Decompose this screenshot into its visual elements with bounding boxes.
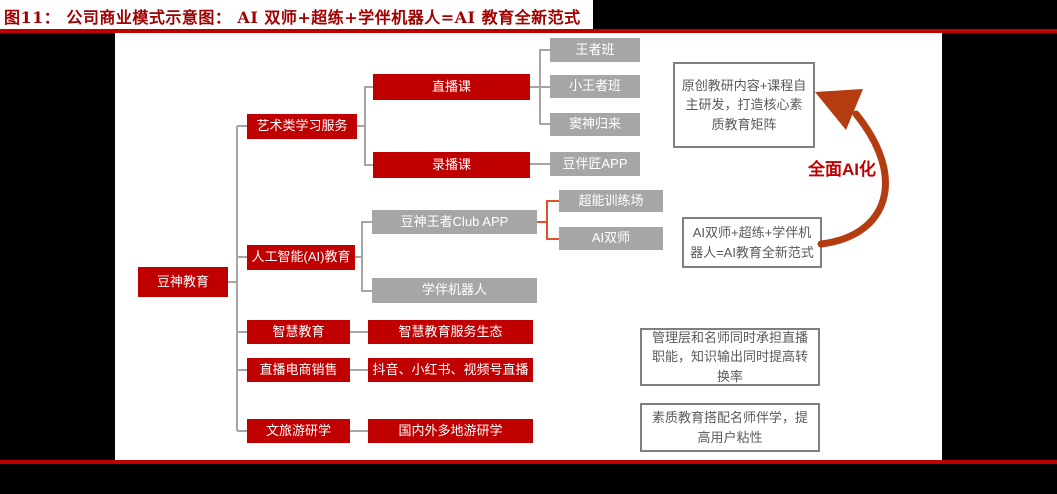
node-live-course: 直播课 [373, 74, 530, 100]
node-super-training: 超能训练场 [559, 190, 663, 212]
note-livestream: 管理层和名师同时承担直播职能，知识输出同时提高转换率 [640, 328, 820, 386]
art-branch-line [364, 87, 366, 165]
connector-ai-edu [237, 256, 247, 258]
connector-smart-eco [350, 331, 368, 333]
connector-doushen-guilai [539, 123, 550, 125]
node-smart-education: 智慧教育 [247, 320, 350, 344]
connector-doubanjiang [530, 163, 550, 165]
connector-travel [237, 430, 247, 432]
node-wangzhe-class: 王者班 [550, 38, 640, 62]
club-children-line [546, 201, 548, 239]
connector-art [237, 125, 247, 127]
node-art-service: 艺术类学习服务 [247, 114, 357, 139]
connector-club-children [537, 221, 548, 223]
note-content-matrix: 原创教研内容+课程自主研发，打造核心素质教育矩阵 [673, 62, 815, 148]
connector-art-branch [357, 125, 366, 127]
live-children-line [539, 50, 541, 125]
node-doubanjiang-app: 豆伴匠APP [550, 152, 640, 176]
node-companion-robot: 学伴机器人 [372, 278, 537, 303]
connector-ai-branch [355, 256, 363, 258]
note-stickiness: 素质教育搭配名师伴学，提高用户粘性 [640, 403, 820, 452]
black-region-right [942, 33, 1057, 460]
node-root: 豆神教育 [138, 267, 228, 297]
connector-travel-detail [350, 430, 368, 432]
connector-smart [237, 331, 247, 333]
connector-club-app [361, 221, 373, 223]
bottom-rule [0, 460, 1057, 464]
tree-trunk-line [236, 126, 238, 431]
ai-transformation-label: 全面AI化 [808, 160, 876, 179]
connector-root [228, 281, 238, 283]
node-doushen-guilai: 窦神归来 [550, 113, 640, 136]
node-ai-education: 人工智能(AI)教育 [247, 245, 355, 270]
node-smart-eco: 智慧教育服务生态 [368, 320, 533, 344]
note-new-paradigm: AI双师+超练+学伴机器人=AI教育全新范式 [682, 217, 822, 268]
connector-recorded-course [364, 164, 373, 166]
node-recorded-course: 录播课 [373, 152, 530, 178]
connector-ai-dual-teacher [546, 238, 559, 240]
connector-super-training [546, 200, 559, 202]
node-travel-detail: 国内外多地游研学 [368, 419, 533, 443]
node-ecommerce: 直播电商销售 [247, 358, 350, 382]
figure-title: 图11： 公司商业模式示意图： AI 双师+超练+学伴机器人=AI 教育全新范式 [4, 8, 581, 27]
node-club-app: 豆神王者Club APP [372, 210, 537, 234]
connector-companion-robot [361, 290, 373, 292]
ai-branch-line [361, 222, 363, 291]
node-ai-dual-teacher: AI双师 [559, 227, 663, 250]
black-region-top-right [593, 0, 1057, 29]
connector-ecommerce [237, 369, 247, 371]
connector-live-course [364, 86, 373, 88]
node-xiao-wangzhe-class: 小王者班 [550, 75, 640, 98]
connector-wangzhe [539, 49, 550, 51]
black-region-left [0, 33, 115, 460]
top-rule [0, 29, 1057, 33]
node-ecommerce-channels: 抖音、小红书、视频号直播 [368, 358, 533, 382]
node-travel-study: 文旅游研学 [247, 419, 350, 443]
black-region-bottom [0, 464, 1057, 494]
connector-ecommerce-channels [350, 369, 368, 371]
